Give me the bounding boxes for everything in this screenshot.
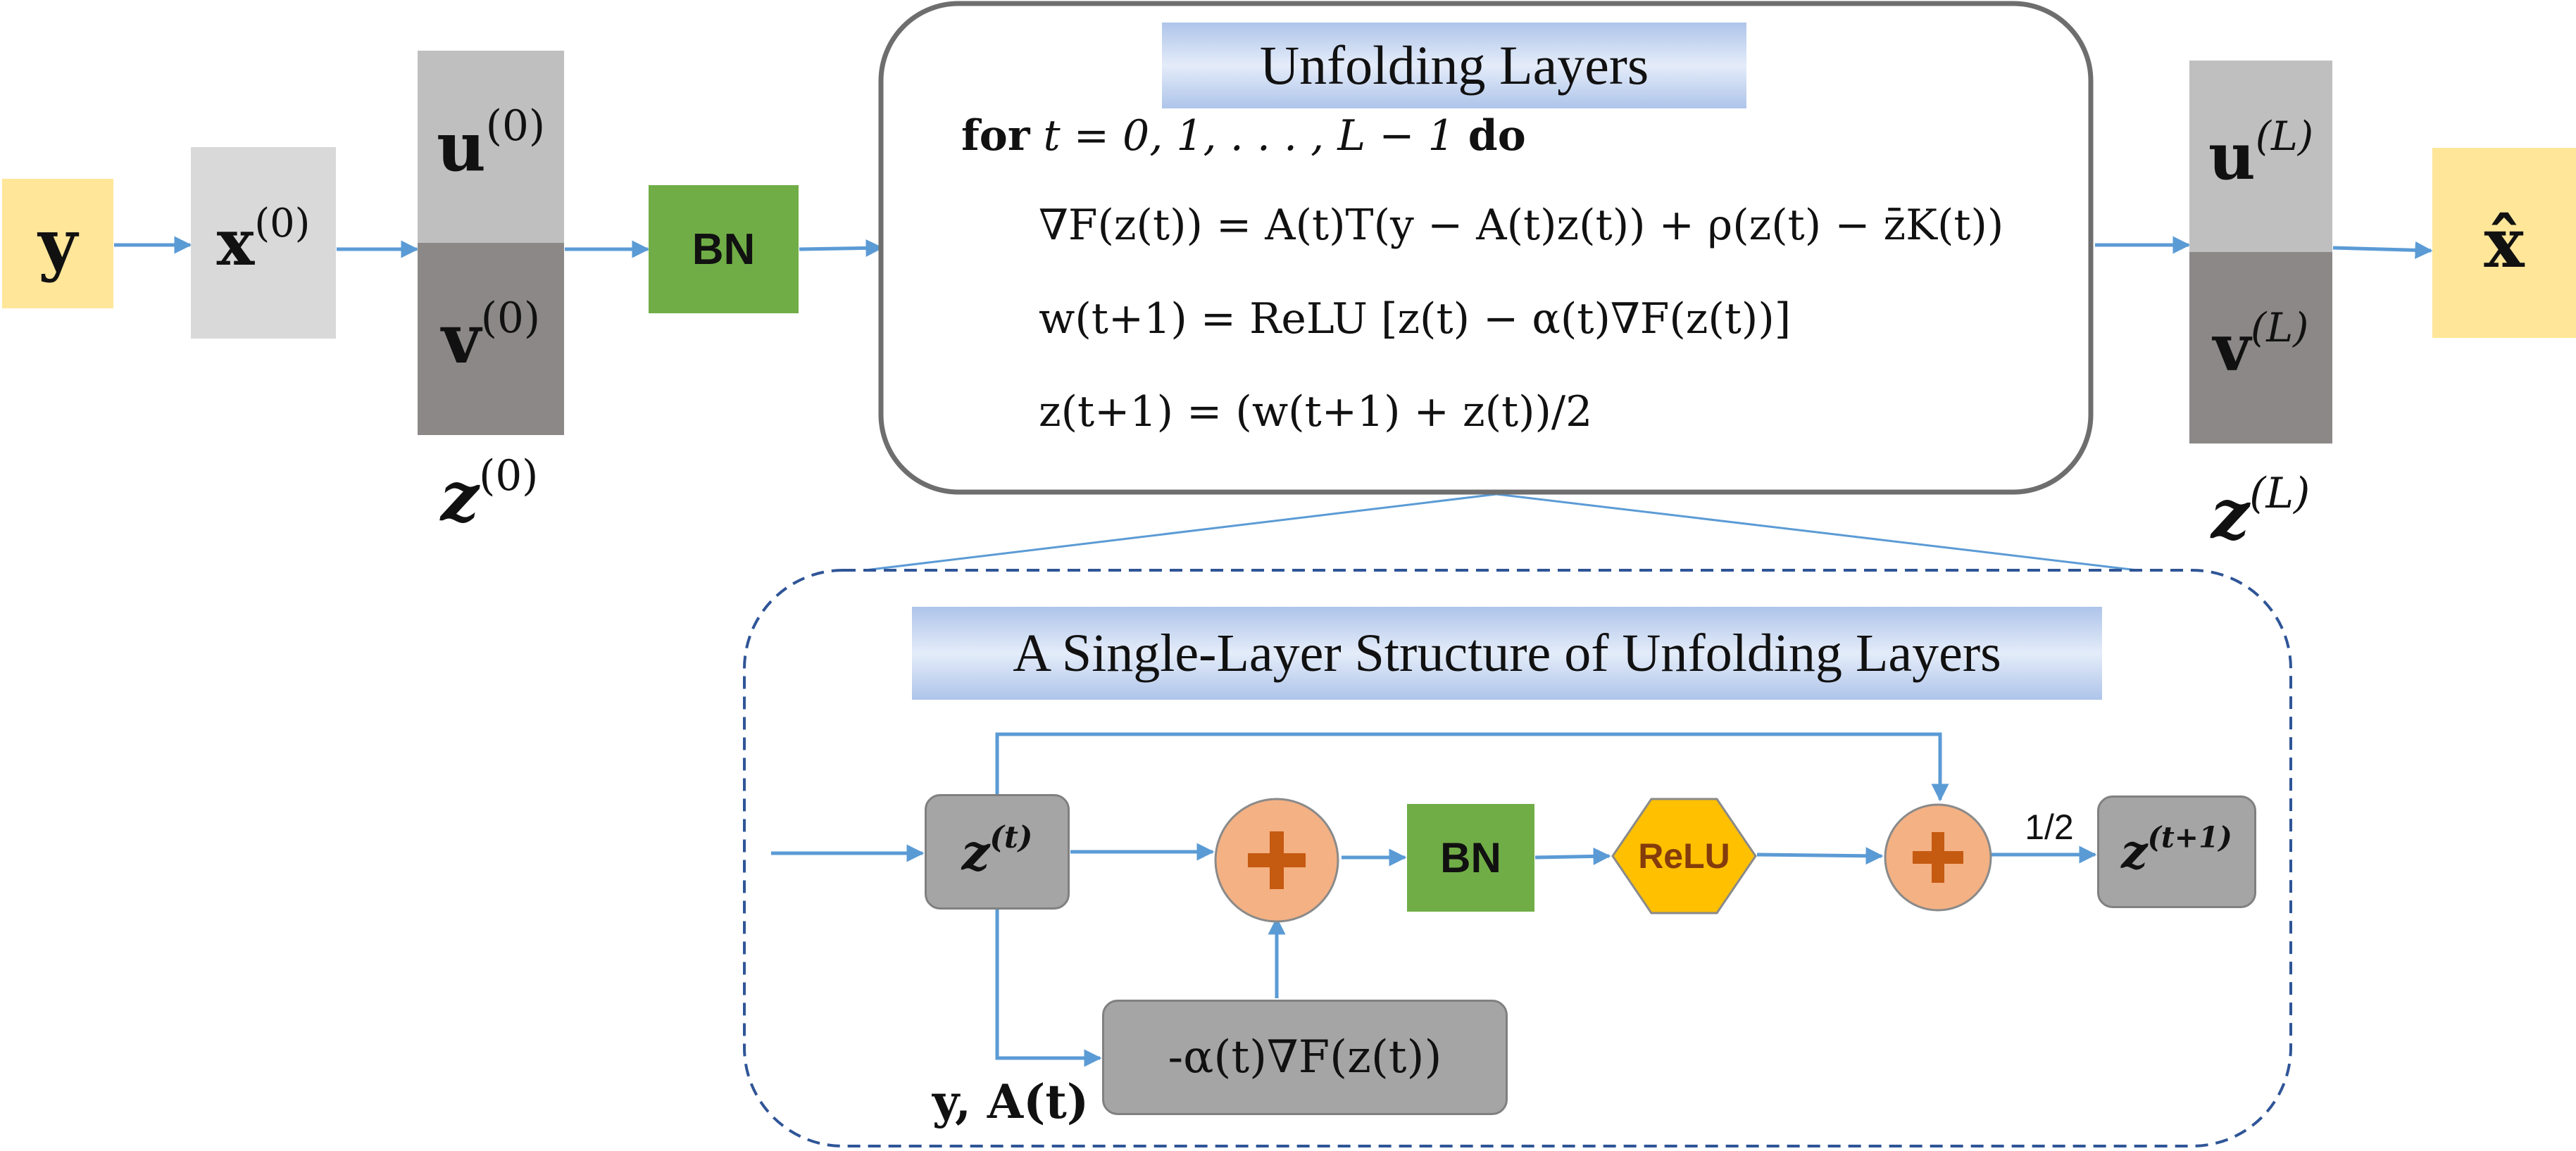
output-xhat-label: x̂ <box>2484 203 2525 283</box>
half-factor-label: 1/2 <box>2025 807 2074 847</box>
unfolding-layers-box <box>878 1 2094 495</box>
relu-label: ReLU <box>1638 836 1730 876</box>
arrow-zL-to-output <box>2332 241 2433 259</box>
x0-label: x(0) <box>216 200 311 280</box>
x0-box: x(0) <box>191 147 336 339</box>
relu-label-box: ReLU <box>1613 799 1756 913</box>
gradient-step-node: -α(t)∇F(z(t)) <box>1102 1000 1508 1115</box>
zt1-node: z(t+1) <box>2097 795 2256 908</box>
average-update-equation: z(t+1) = (w(t+1) + z(t))/2 <box>1039 387 1593 436</box>
bn-label-top: BN <box>692 225 756 274</box>
output-xhat-box: x̂ <box>2432 148 2576 338</box>
inputs-label-box: y, A(t) <box>930 1063 1092 1140</box>
zt1-label: z(t+1) <box>2121 820 2232 879</box>
zt-label: z(t) <box>961 819 1033 881</box>
single-layer-box <box>743 569 2292 1147</box>
uL-box: u(L) <box>2189 61 2332 252</box>
vL-label: v(L) <box>2213 304 2309 386</box>
single-layer-title: A Single-Layer Structure of Unfolding La… <box>912 607 2102 700</box>
z0-label: z(0) <box>440 451 539 536</box>
arrow-bn-to-relu <box>1534 847 1611 865</box>
unfolding-layers-title-text: Unfolding Layers <box>1259 34 1649 96</box>
gradient-equation: ∇F(z(t)) = A(t)T(y − A(t)z(t)) + ρ(z(t) … <box>1039 201 2004 250</box>
input-y-label: y <box>38 203 77 284</box>
zt-node: z(t) <box>925 794 1070 910</box>
v0-label: v(0) <box>441 294 541 379</box>
vL-box: v(L) <box>2189 252 2332 444</box>
bn-block-single: BN <box>1407 804 1534 912</box>
bn-block-top: BN <box>649 185 799 313</box>
uL-label: u(L) <box>2208 113 2314 194</box>
zoom-line-left <box>864 493 1497 572</box>
arrow-zt-to-grad <box>995 910 1102 1067</box>
gradient-step-label: -α(t)∇F(z(t)) <box>1168 1031 1442 1083</box>
single-layer-title-text: A Single-Layer Structure of Unfolding La… <box>1013 623 2001 683</box>
half-factor-label-box: 1/2 <box>2014 803 2084 852</box>
unfolding-layers-title: Unfolding Layers <box>1162 23 1746 108</box>
relu-hexagon <box>1611 798 1757 914</box>
skip-connection <box>995 732 1949 802</box>
relu-update-equation: w(t+1) = ReLU [z(t) − α(t)∇F(z(t))] <box>1039 294 1792 344</box>
zoom-line-right <box>1496 493 2138 572</box>
zL-label-box: z(L) <box>2176 468 2345 560</box>
u0-label: u(0) <box>436 102 546 187</box>
u0-box: u(0) <box>418 51 564 243</box>
input-y-box: y <box>2 179 113 308</box>
zL-label: z(L) <box>2211 469 2311 554</box>
v0-box: v(0) <box>418 243 564 435</box>
bn-label-single: BN <box>1440 834 1501 881</box>
arrow-relu-to-plus2 <box>1756 847 1884 865</box>
for-loop-line: for t = 0, 1, . . . , L − 1 do <box>961 111 1526 161</box>
inputs-label: y, A(t) <box>932 1074 1089 1129</box>
arrow-bn-to-unfolding <box>799 239 884 257</box>
z0-label-box: z(0) <box>405 451 574 542</box>
